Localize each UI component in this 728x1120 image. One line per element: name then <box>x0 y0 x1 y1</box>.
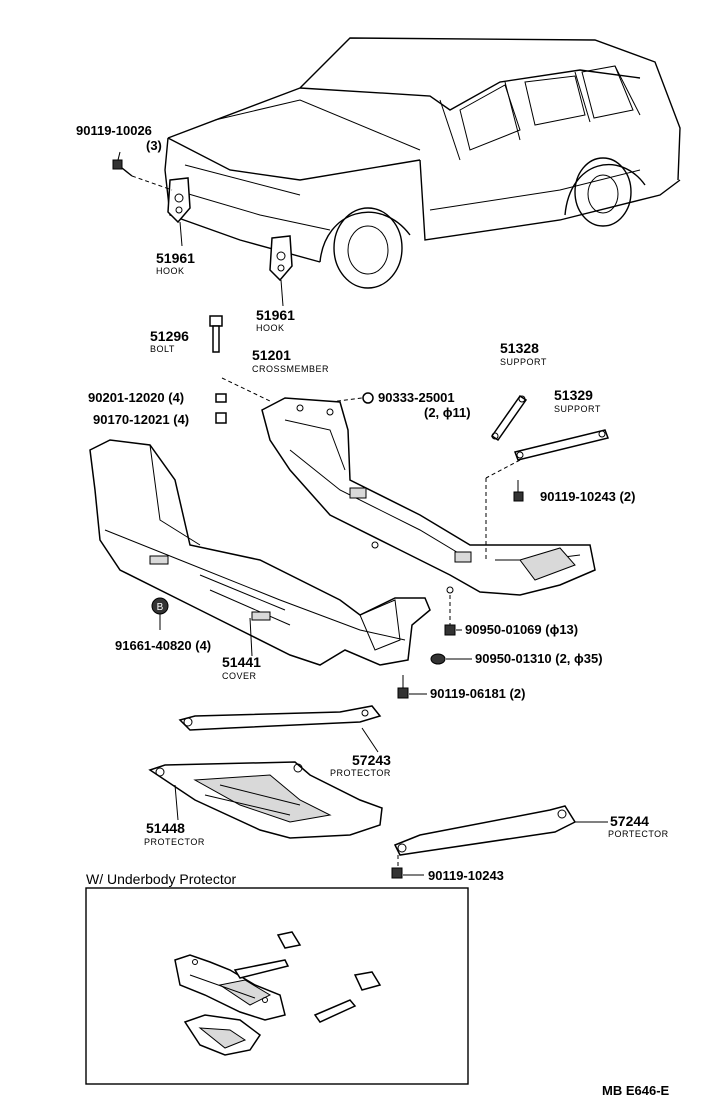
label-57244: 57244 <box>610 813 649 829</box>
bolt-90119-10026-icon <box>112 159 133 177</box>
label-51296-name: BOLT <box>150 344 175 354</box>
inset-title: W/ Underbody Protector <box>86 871 237 887</box>
label-51329: 51329 <box>554 387 593 403</box>
label-51448: 51448 <box>146 820 185 836</box>
label-51441: 51441 <box>222 654 261 670</box>
label-51296: 51296 <box>150 328 189 344</box>
support-51328-part <box>490 394 528 442</box>
cover-51441-part <box>89 439 431 666</box>
label-90333-25001: 90333-25001 <box>378 390 455 405</box>
label-91661-40820: 91661-40820 (4) <box>115 638 211 653</box>
label-51441-name: COVER <box>222 671 257 681</box>
protector-57244-part <box>393 805 577 856</box>
label-90119-10026-qty: (3) <box>146 138 162 153</box>
inset-box <box>85 887 469 1085</box>
label-51961-b-name: HOOK <box>256 323 285 333</box>
hook-part-left <box>167 177 191 224</box>
label-90119-06181: 90119-06181 (2) <box>430 686 525 701</box>
label-51448-name: PROTECTOR <box>144 837 205 847</box>
label-51329-name: SUPPORT <box>554 404 601 414</box>
bolt-51296-icon <box>209 315 223 353</box>
hook-part-right <box>269 235 293 282</box>
label-90119-10243-a: 90119-10243 (2) <box>540 489 635 504</box>
label-57244-name: PORTECTOR <box>608 829 669 839</box>
label-51201: 51201 <box>252 347 291 363</box>
bolt-90119-06181-icon <box>397 687 409 699</box>
label-90119-10243-b: 90119-10243 <box>428 868 504 883</box>
footer-code: MB E646-E <box>602 1083 670 1098</box>
label-90201-12020: 90201-12020 (4) <box>88 390 184 405</box>
washer-90333-icon <box>362 392 374 404</box>
bolt-90119-10243-a-icon <box>513 491 524 502</box>
label-51961-a-name: HOOK <box>156 266 185 276</box>
nut-90170-icon <box>215 412 227 424</box>
label-90119-10026: 90119-10026 <box>76 123 152 138</box>
protector-51448-part <box>148 761 383 839</box>
label-51961-b: 51961 <box>256 307 295 323</box>
label-90950-01310: 90950-01310 (2, ϕ35) <box>475 651 603 666</box>
label-51328: 51328 <box>500 340 539 356</box>
plug-90950-01069-icon <box>444 624 456 636</box>
crossmember-part <box>261 397 596 596</box>
label-57243: 57243 <box>352 752 391 768</box>
plug-90950-01310-icon <box>430 653 446 665</box>
inset-mini-diagram <box>174 931 382 1056</box>
label-51961-a: 51961 <box>156 250 195 266</box>
label-51328-name: SUPPORT <box>500 357 547 367</box>
label-57243-name: PROTECTOR <box>330 768 391 778</box>
label-90170-12021: 90170-12021 (4) <box>93 412 189 427</box>
support-51329-part <box>514 429 609 461</box>
label-90333-25001-qty: (2, ϕ11) <box>424 405 471 420</box>
car-illustration <box>164 37 681 289</box>
bolt-90119-10243-b-icon <box>391 867 403 879</box>
label-51201-name: CROSSMEMBER <box>252 364 329 374</box>
nut-90201-icon <box>215 393 227 403</box>
protector-57243-part <box>178 705 382 731</box>
label-90950-01069: 90950-01069 (ϕ13) <box>465 622 578 637</box>
b-marker-label: B <box>157 602 164 613</box>
